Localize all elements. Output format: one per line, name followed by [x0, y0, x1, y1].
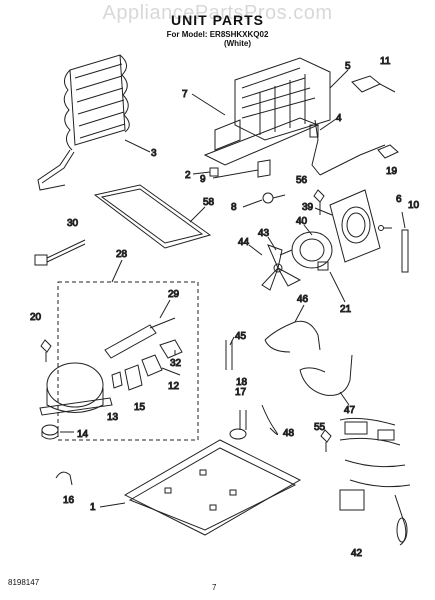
compressor-assembly-group: [57, 281, 199, 441]
callout-3: 3: [151, 148, 157, 159]
callout-55: 55: [314, 422, 326, 433]
part-screw-6[interactable]: [378, 225, 393, 231]
part-tube-45[interactable]: [225, 340, 233, 370]
callout-56: 56: [296, 175, 308, 186]
callout-4: 4: [336, 113, 342, 124]
callout-2: 2: [185, 170, 191, 181]
leader-21: [329, 271, 346, 303]
leader-40: [303, 224, 313, 236]
leader-10: [401, 211, 406, 229]
part-screw-56[interactable]: [313, 189, 325, 215]
callout-19: 19: [386, 166, 398, 177]
part-filter-drier[interactable]: [104, 317, 176, 359]
model-line: For Model: ER8SHKXKQ02: [166, 30, 269, 39]
callout-17: 17: [235, 387, 247, 398]
callout-18: 18: [236, 377, 248, 388]
leader-28: [111, 259, 123, 283]
callout-48: 48: [283, 428, 295, 439]
leader-12: [161, 367, 181, 376]
page-number: 7: [212, 583, 217, 592]
part-overload-32[interactable]: [159, 339, 183, 359]
part-cover-15[interactable]: [124, 364, 143, 391]
callout-20: 20: [30, 312, 42, 323]
callout-10: 10: [408, 200, 420, 211]
leader-47: [339, 391, 350, 406]
callout-16: 16: [63, 495, 75, 506]
callout-15: 15: [134, 402, 146, 413]
callout-6: 6: [396, 194, 402, 205]
part-wire-plug-30[interactable]: [34, 239, 86, 266]
part-wiring-harness[interactable]: [339, 417, 411, 546]
part-base-plate[interactable]: [123, 439, 302, 536]
callout-12: 12: [168, 381, 180, 392]
callout-32: 32: [170, 358, 182, 369]
part-tube-48[interactable]: [261, 404, 279, 435]
part-condenser-coil[interactable]: [37, 54, 130, 191]
part-cover-11[interactable]: [351, 75, 396, 93]
callout-28: 28: [116, 249, 128, 260]
part-screw-20[interactable]: [40, 339, 52, 362]
callout-47: 47: [344, 405, 356, 416]
callout-42: 42: [351, 548, 363, 559]
callout-9: 9: [200, 174, 206, 185]
part-clip-16[interactable]: [55, 471, 73, 486]
leader-4: [319, 118, 337, 131]
document-number: 8198147: [8, 578, 40, 587]
callout-5: 5: [345, 61, 351, 72]
leader-46: [294, 304, 305, 323]
part-defrost-thermostat-wire[interactable]: [309, 119, 386, 176]
callout-13: 13: [107, 412, 119, 423]
callout-21: 21: [340, 304, 352, 315]
leader-58: [189, 206, 206, 223]
part-tubing-46[interactable]: [264, 320, 321, 353]
watermark: AppliancePartsPros.com: [102, 2, 333, 24]
part-drain-pan[interactable]: [93, 184, 212, 249]
part-relay-12[interactable]: [141, 354, 163, 377]
leader-39: [314, 207, 333, 216]
part-strip-10[interactable]: [401, 229, 409, 273]
part-screw-55[interactable]: [320, 429, 332, 452]
diagram-title: UNIT PARTS: [171, 12, 264, 28]
callout-14: 14: [77, 429, 89, 440]
callout-45: 45: [235, 331, 247, 342]
leader-29: [159, 299, 171, 319]
leader-9: [212, 169, 259, 179]
callout-8: 8: [231, 202, 237, 213]
callout-43: 43: [258, 228, 270, 239]
callout-1: 1: [90, 502, 96, 513]
callout-40: 40: [296, 216, 308, 227]
part-fan-blade[interactable]: [261, 244, 302, 291]
leader-43: [267, 236, 277, 251]
part-connector-19[interactable]: [377, 144, 399, 159]
leader-1: [99, 502, 126, 508]
part-clip-13[interactable]: [111, 371, 123, 389]
callout-30: 30: [67, 218, 79, 229]
leader-3: [124, 139, 151, 153]
part-compressor[interactable]: [39, 362, 113, 416]
leader-45: [229, 336, 235, 346]
part-fan-motor[interactable]: [279, 231, 333, 271]
callout-7: 7: [182, 89, 188, 100]
callout-46: 46: [297, 294, 309, 305]
part-bolt-17-18[interactable]: [229, 410, 247, 440]
leader-2: [192, 171, 211, 175]
callout-58: 58: [203, 197, 215, 208]
part-grommet[interactable]: [41, 424, 59, 440]
part-evaporator[interactable]: [203, 57, 331, 166]
leader-5: [329, 69, 349, 89]
callout-11: 11: [380, 56, 391, 67]
leader-7: [191, 93, 226, 116]
callout-39: 39: [302, 202, 314, 213]
color-line: (White): [223, 39, 252, 48]
callout-44: 44: [238, 237, 250, 248]
leader-8: [242, 199, 263, 208]
leader-44: [248, 244, 263, 256]
callout-29: 29: [168, 289, 180, 300]
part-tubing-47[interactable]: [299, 354, 353, 396]
part-thermistor-8[interactable]: [262, 192, 286, 204]
part-fan-shroud[interactable]: [329, 189, 381, 263]
